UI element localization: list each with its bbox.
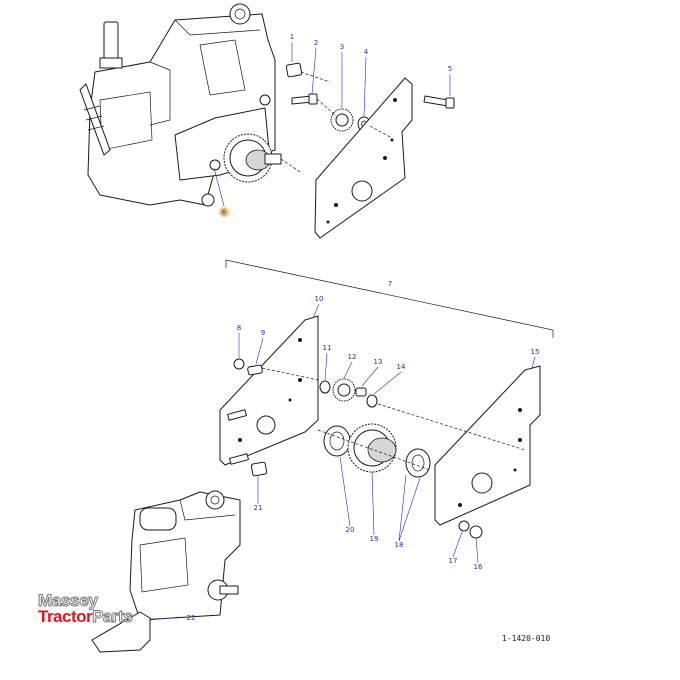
callout-14: 14 [397, 363, 406, 371]
callout-6: 6 [222, 209, 227, 217]
callout-13: 13 [374, 358, 383, 366]
logo-word-red: Tractor [38, 607, 93, 626]
logo-line-1: Massey [38, 591, 99, 611]
callout-19: 19 [370, 535, 379, 543]
top-pump-assembly [79, 3, 301, 207]
logo-word-white: Parts [92, 607, 134, 627]
bottom-pump [91, 490, 241, 653]
callout-8: 8 [237, 324, 241, 332]
callout-20: 20 [346, 526, 355, 534]
callout-16: 16 [474, 563, 483, 571]
callout-15: 15 [531, 348, 540, 356]
callout-3: 3 [340, 43, 344, 51]
callout-labels: 1 2 3 4 5 6 7 8 9 10 11 12 13 14 15 16 1… [187, 33, 540, 622]
callout-22: 22 [187, 614, 196, 622]
callout-17: 17 [449, 557, 458, 565]
callout-leaders [149, 42, 536, 621]
callout-6-marker [219, 207, 229, 217]
callout-2: 2 [314, 39, 318, 47]
callout-9: 9 [261, 329, 265, 337]
logo-line-2: TractorParts [38, 607, 134, 627]
callout-18: 18 [395, 541, 404, 549]
top-exploded-parts [285, 62, 455, 239]
callout-12: 12 [348, 353, 357, 361]
callout-1: 1 [290, 33, 294, 41]
drawing-number: 1-1420-010 [502, 634, 550, 643]
callout-4: 4 [364, 48, 369, 56]
callout-5: 5 [448, 65, 452, 73]
callout-7: 7 [388, 280, 392, 288]
callout-21: 21 [254, 504, 263, 512]
callout-11: 11 [323, 344, 332, 352]
callout-10: 10 [315, 295, 324, 303]
middle-plate-assembly [219, 259, 554, 539]
